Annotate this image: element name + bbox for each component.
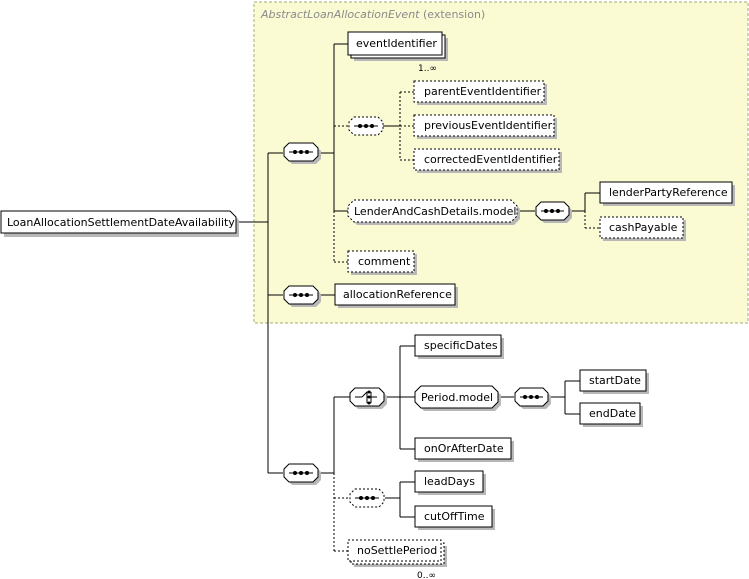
- element-corrected-event-identifier[interactable]: correctedEventIdentifier: [413, 148, 562, 173]
- cash-payable-label: cashPayable: [609, 221, 678, 234]
- previous-event-identifier-label: previousEventIdentifier: [424, 119, 553, 132]
- element-event-identifier[interactable]: eventIdentifier 1..∞: [347, 31, 448, 74]
- allocation-reference-label: allocationReference: [343, 288, 452, 301]
- element-on-or-after-date[interactable]: onOrAfterDate: [414, 437, 514, 462]
- lender-party-reference-label: lenderPartyReference: [609, 186, 728, 199]
- lead-days-optional-sequence-compositor-icon[interactable]: [349, 488, 385, 508]
- connectors: [236, 43, 600, 552]
- element-allocation-reference[interactable]: allocationReference: [334, 283, 458, 308]
- element-cut-off-time[interactable]: cutOffTime: [414, 505, 495, 530]
- parent-event-identifier-label: parentEventIdentifier: [424, 85, 542, 98]
- period-model-label: Period.model: [421, 391, 493, 404]
- start-date-label: startDate: [589, 374, 641, 387]
- element-parent-event-identifier[interactable]: parentEventIdentifier: [413, 80, 547, 105]
- allocation-sequence-compositor-icon[interactable]: [283, 285, 321, 307]
- sequence-compositor-icon[interactable]: [283, 142, 321, 164]
- no-settle-period-cardinality: 0..∞: [417, 571, 436, 579]
- comment-label: comment: [358, 255, 411, 268]
- element-lender-party-reference[interactable]: lenderPartyReference: [599, 181, 735, 206]
- extension-type-name: AbstractLoanAllocationEvent: [260, 8, 420, 21]
- svg-text:AbstractLoanAllocationEvent (e: AbstractLoanAllocationEvent (extension): [260, 8, 485, 21]
- event-identifier-label: eventIdentifier: [356, 37, 437, 50]
- model-sequence-compositor-icon[interactable]: [535, 201, 572, 223]
- lead-days-label: leadDays: [424, 475, 475, 488]
- element-lead-days[interactable]: leadDays: [414, 470, 486, 495]
- element-previous-event-identifier[interactable]: previousEventIdentifier: [413, 114, 557, 139]
- element-no-settle-period[interactable]: noSettlePeriod 0..∞: [347, 539, 447, 579]
- root-label: LoanAllocationSettlementDateAvailability: [7, 216, 235, 229]
- choice-compositor-icon[interactable]: [349, 387, 387, 409]
- cut-off-time-label: cutOffTime: [424, 510, 485, 523]
- corrected-event-identifier-label: correctedEventIdentifier: [424, 153, 558, 166]
- extension-suffix: (extension): [420, 8, 486, 21]
- lender-and-cash-details-model-label: LenderAndCashDetails.model: [354, 205, 516, 218]
- root-element[interactable]: LoanAllocationSettlementDateAvailability: [0, 210, 239, 237]
- settlement-sequence-compositor-icon[interactable]: [283, 463, 321, 485]
- no-settle-period-label: noSettlePeriod: [357, 544, 437, 557]
- event-identifier-cardinality: 1..∞: [418, 64, 437, 74]
- group-period-model[interactable]: Period.model: [414, 385, 501, 411]
- element-comment[interactable]: comment: [347, 250, 417, 275]
- element-end-date[interactable]: endDate: [579, 402, 643, 427]
- on-or-after-date-label: onOrAfterDate: [424, 442, 504, 455]
- element-cash-payable[interactable]: cashPayable: [599, 216, 686, 241]
- element-start-date[interactable]: startDate: [579, 369, 649, 394]
- end-date-label: endDate: [589, 407, 636, 420]
- element-specific-dates[interactable]: specificDates: [414, 334, 504, 359]
- period-sequence-compositor-icon[interactable]: [514, 387, 551, 409]
- optional-sequence-compositor-icon[interactable]: [348, 116, 384, 136]
- group-lender-and-cash-details-model[interactable]: LenderAndCashDetails.model: [347, 199, 520, 225]
- specific-dates-label: specificDates: [424, 339, 498, 352]
